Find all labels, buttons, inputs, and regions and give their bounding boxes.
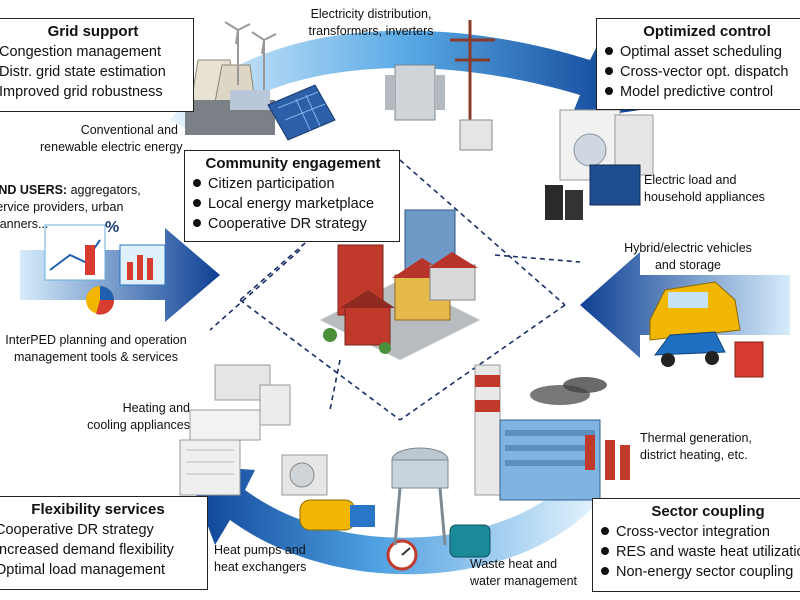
bullet-icon [193, 179, 201, 188]
grid-support-box: Grid support Congestion management Distr… [0, 18, 194, 112]
sector-coupling-item: RES and waste heat utilization [601, 542, 800, 562]
flexibility-services-title: Flexibility services [31, 501, 165, 518]
community-engagement-item: Citizen participation [193, 174, 393, 194]
grid-support-item: Distr. grid state estimation [0, 64, 166, 80]
community-engagement-box: Community engagement Citizen participati… [184, 150, 400, 242]
optimized-control-item: Cross-vector opt. dispatch [605, 62, 800, 82]
vehicles-label: Hybrid/electric vehicles and storage [624, 241, 752, 272]
flexibility-services-item: Increased demand flexibility [0, 542, 174, 558]
planning-tools-label: InterPED planning and operation manageme… [5, 333, 187, 364]
bottom-flow-arrow [185, 465, 600, 575]
bullet-icon [601, 527, 609, 536]
water-tower-illustration [391, 447, 491, 558]
heat-pumps-label: Heat pumps and heat exchangers [214, 543, 307, 574]
end-users-label: END USERS: aggregators, service provider… [0, 183, 141, 231]
heating-cooling-illustration [179, 364, 328, 496]
sector-coupling-title: Sector coupling [651, 503, 765, 520]
appliances-illustration [545, 109, 654, 220]
grid-support-item: Congestion management [0, 44, 162, 60]
community-engagement-item: Cooperative DR strategy [193, 214, 393, 234]
sector-coupling-item: Cross-vector integration [601, 522, 800, 542]
conventional-renewable-label: Conventional and renewable electric ener… [40, 123, 183, 154]
waste-heat-label: Waste heat and water management [470, 557, 578, 588]
bullet-icon [193, 199, 201, 208]
bullet-icon [601, 567, 609, 576]
bullet-icon [605, 87, 613, 96]
dashed-connections [209, 159, 581, 421]
thermal-plant-illustration [474, 364, 630, 501]
heat-pump-illustration [299, 499, 418, 571]
grid-support-item: Improved grid robustness [0, 84, 163, 100]
transformer-illustration [385, 20, 495, 151]
optimized-control-item: Optimal asset scheduling [605, 42, 800, 62]
optimized-control-box: Optimized control Optimal asset scheduli… [596, 18, 800, 110]
sector-coupling-box: Sector coupling Cross-vector integration… [592, 498, 800, 592]
bullet-icon [605, 47, 613, 56]
thermal-generation-label: Thermal generation, district heating, et… [640, 431, 752, 462]
sector-coupling-item: Non-energy sector coupling [601, 562, 800, 582]
flexibility-services-item: Optimal load management [0, 562, 166, 578]
vehicles-illustration [649, 281, 764, 378]
electricity-distribution-label: Electricity distribution, transformers, … [308, 7, 434, 38]
optimized-control-title: Optimized control [643, 23, 771, 40]
top-flow-arrow [170, 30, 640, 135]
optimized-control-item: Model predictive control [605, 82, 800, 102]
grid-support-title: Grid support [47, 23, 139, 40]
flexibility-services-box: Flexibility services Cooperative DR stra… [0, 496, 208, 590]
svg-text:%: % [105, 219, 119, 236]
bullet-icon [601, 547, 609, 556]
community-buildings-illustration [320, 209, 480, 360]
heating-cooling-label: Heating and cooling appliances [87, 401, 190, 432]
bullet-icon [193, 219, 201, 228]
bullet-icon [605, 67, 613, 76]
power-plant-illustration [185, 21, 336, 141]
community-engagement-title: Community engagement [205, 155, 381, 172]
community-engagement-item: Local energy marketplace [193, 194, 393, 214]
electric-load-label: Electric load and household appliances [644, 173, 765, 204]
planning-dashboard-illustration: % [44, 219, 166, 315]
flexibility-services-item: Cooperative DR strategy [0, 522, 154, 538]
